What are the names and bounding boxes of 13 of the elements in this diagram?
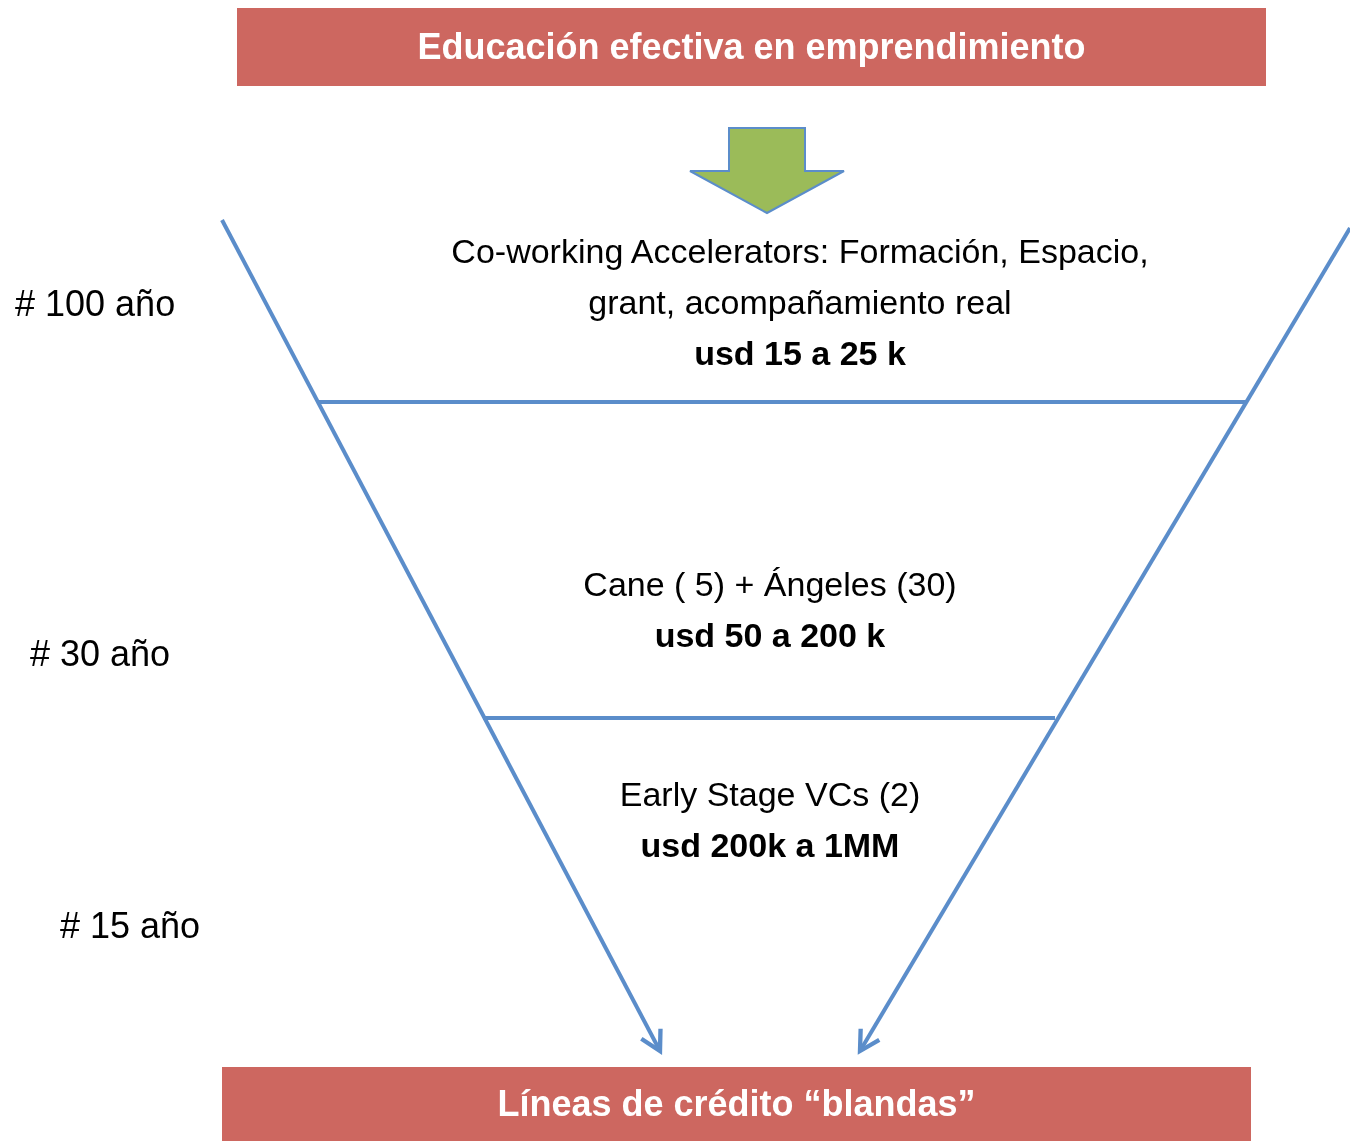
stage-text: Cane ( 5) + Ángeles (30) xyxy=(583,564,957,605)
amount-text: usd 50 a 200 k xyxy=(654,615,886,656)
arrow xyxy=(857,226,1350,1054)
block-arrow xyxy=(689,127,845,215)
amount-text: usd 200k a 1MM xyxy=(640,825,900,866)
title-banner: Líneas de crédito “blandas” xyxy=(222,1067,1251,1141)
amount-text: usd 15 a 25 k xyxy=(694,332,906,374)
count-label: # 30 año xyxy=(30,633,171,675)
count-label: # 15 año xyxy=(60,905,201,947)
arrow xyxy=(220,219,663,1054)
count-label: # 100 año xyxy=(15,283,176,325)
title-banner: Educación efectiva en emprendimiento xyxy=(237,8,1266,86)
stage-text: Early Stage VCs (2) xyxy=(619,774,921,815)
